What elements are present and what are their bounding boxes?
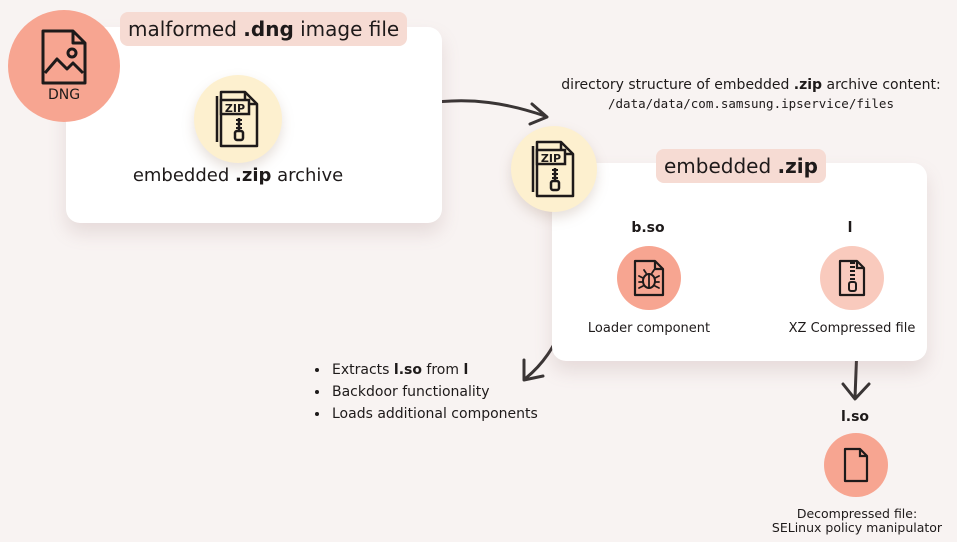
dng-badge: DNG: [8, 10, 120, 122]
embedded-zip-archive-circle: ZIP: [194, 75, 282, 163]
lso-caption-line2: SELinux policy manipulator: [771, 520, 943, 535]
arrow-to-directory: [422, 99, 547, 118]
arrow-to-bullets-head: [522, 358, 545, 382]
malformed-dng-title: malformed .dng image file: [120, 12, 408, 46]
list-item: Loads additional components: [330, 403, 538, 425]
zip-file-icon: [838, 259, 866, 297]
image-file-icon: [41, 29, 87, 85]
arrow-to-lso-head: [841, 382, 871, 401]
zip-archive-icon: ZIP: [531, 140, 575, 198]
l-circle: [820, 246, 884, 310]
zip-archive-icon: ZIP: [215, 90, 259, 148]
list-item: Backdoor functionality: [330, 381, 538, 403]
lso-caption-line1: Decompressed file:: [796, 506, 918, 521]
directory-structure-text: directory structure of embedded .zip arc…: [561, 77, 941, 93]
list-item: Extracts l.so from l: [330, 359, 538, 381]
l-caption: XZ Compressed file: [788, 321, 916, 336]
l-name: l: [847, 220, 853, 236]
svg-text:ZIP: ZIP: [225, 102, 245, 115]
lso-circle: [824, 433, 888, 497]
lso-name: l.so: [840, 409, 870, 425]
embedded-zip-title: embedded .zip: [656, 149, 826, 183]
svg-text:ZIP: ZIP: [541, 152, 561, 165]
bso-features-list: Extracts l.so from l Backdoor functional…: [312, 359, 538, 425]
bso-circle: [617, 246, 681, 310]
bso-name: b.so: [631, 220, 665, 236]
bug-file-icon: [633, 259, 665, 297]
document-icon: [843, 447, 869, 483]
dng-label: DNG: [47, 87, 81, 103]
embedded-zip-archive-label: embedded .zip archive: [132, 165, 344, 186]
directory-path: /data/data/com.samsung.ipservice/files: [608, 96, 894, 111]
bso-caption: Loader component: [587, 321, 711, 336]
arrow-to-directory-head: [528, 102, 549, 126]
embedded-zip-circle: ZIP: [511, 126, 597, 212]
